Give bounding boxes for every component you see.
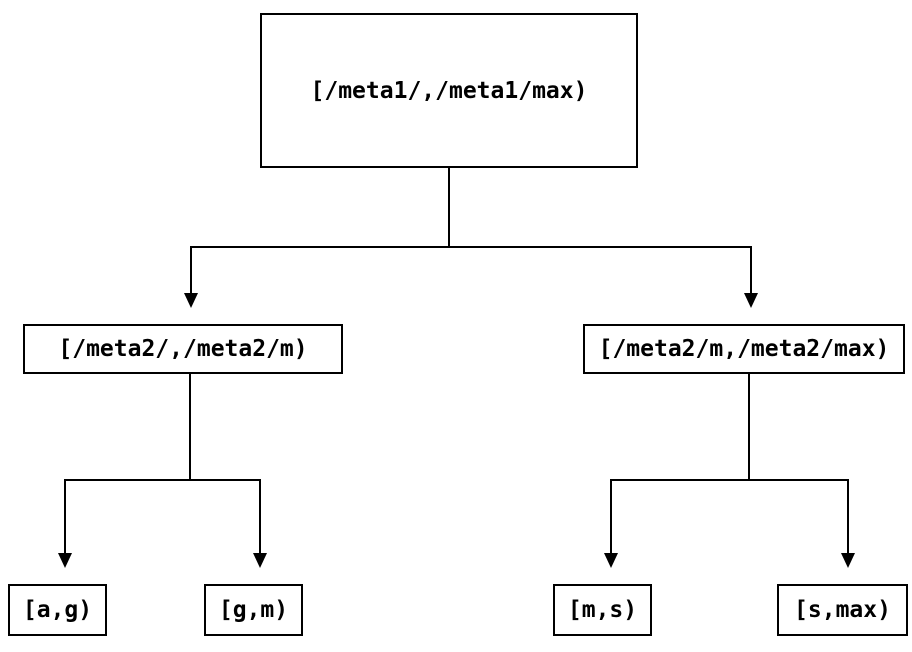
node-leaf-range-ag: [a,g) <box>8 584 107 636</box>
node-leaf-range-gm: [g,m) <box>204 584 303 636</box>
arrowhead-right-child <box>744 293 758 308</box>
arrowhead-leaf-3 <box>604 553 618 568</box>
arrowhead-leaf-2 <box>253 553 267 568</box>
arrowhead-leaf-4 <box>841 553 855 568</box>
node-left-child-range: [/meta2/,/meta2/m) <box>23 324 343 374</box>
arrowhead-leaf-1 <box>58 553 72 568</box>
arrowhead-left-child <box>184 293 198 308</box>
node-leaf-range-ms: [m,s) <box>553 584 652 636</box>
node-leaf-range-smax: [s,max) <box>777 584 908 636</box>
node-root-range: [/meta1/,/meta1/max) <box>260 13 638 168</box>
node-right-child-range: [/meta2/m,/meta2/max) <box>583 324 905 374</box>
